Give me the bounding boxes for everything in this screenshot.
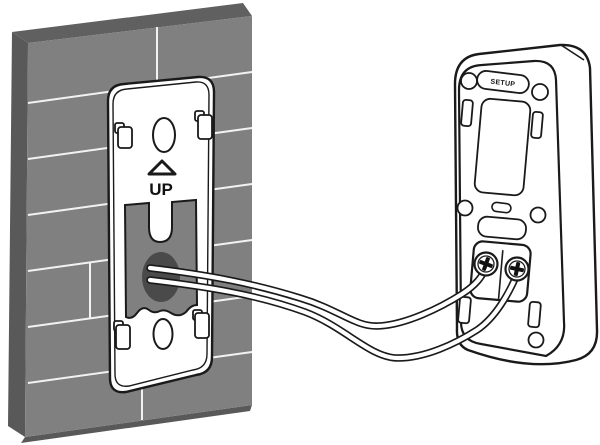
mount-slot-lower-right	[527, 300, 542, 329]
clip-bottom-right	[192, 309, 210, 339]
mount-slot-lower-left	[457, 295, 472, 325]
bracket-flange-line	[112, 81, 210, 387]
wall-wire-hole	[142, 252, 180, 302]
bracket-clips	[113, 110, 213, 350]
small-pill-slot	[491, 201, 512, 214]
mount-slot-upper-right	[530, 110, 544, 140]
up-label: UP	[149, 180, 173, 199]
wire-upper	[146, 262, 491, 330]
alignment-hole-mid-right	[529, 206, 547, 224]
setup-button: SETUP	[476, 70, 530, 94]
alignment-hole-top-left	[460, 72, 478, 90]
doorbell-back: SETUP	[453, 43, 599, 366]
terminal-screw-left	[473, 251, 499, 277]
terminal-screw-right	[504, 256, 530, 282]
mount-slot-upper-left	[460, 98, 474, 128]
bracket-top-keyhole	[152, 117, 176, 153]
alignment-hole-mid-left	[456, 199, 474, 217]
wall-left-face	[8, 32, 28, 437]
clip-bottom-left	[113, 320, 131, 350]
wire-lower	[146, 268, 522, 362]
terminal-divider	[497, 250, 504, 300]
battery-door	[473, 97, 532, 197]
mounting-bracket: UP	[106, 75, 216, 394]
alignment-hole-top-right	[531, 83, 549, 101]
clip-top-right	[194, 110, 213, 140]
wall-bottom-face	[21, 405, 252, 443]
up-arrow-icon	[147, 159, 177, 176]
alignment-hole-bottom-right	[527, 331, 545, 349]
setup-label: SETUP	[490, 79, 516, 89]
doorbell-wires	[146, 262, 522, 362]
label-recess	[477, 215, 527, 241]
doorbell-top-edge-crease	[560, 44, 585, 61]
wall-top-face	[12, 3, 252, 43]
clip-top-left	[114, 122, 133, 149]
bracket-bottom-keyhole	[152, 318, 174, 350]
terminal-screws	[473, 251, 530, 282]
